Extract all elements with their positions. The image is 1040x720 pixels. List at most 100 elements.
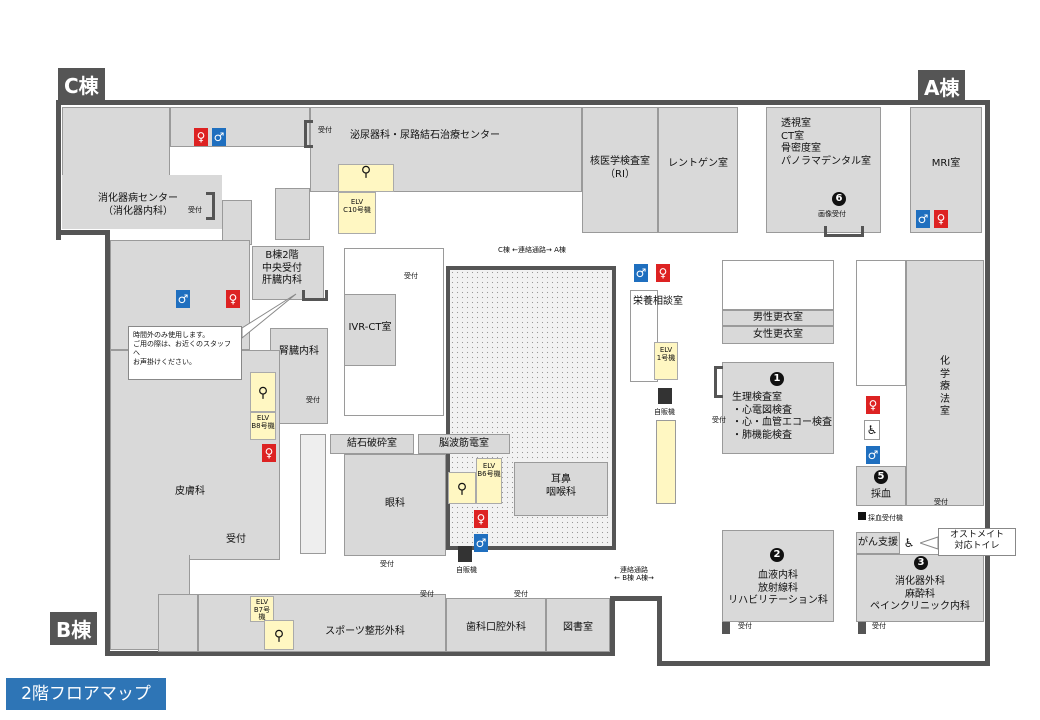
south-wall <box>105 651 615 656</box>
room-b-south-block <box>158 594 198 652</box>
corridor-label-top: C棟 ←連絡通路→ A棟 <box>498 246 566 254</box>
stairs-b7: ⚲ <box>264 620 294 650</box>
reception-label: 受付 <box>738 622 752 630</box>
label-hematology: 血液内科 放射線科 リハビリテーション科 <box>728 570 828 606</box>
label-urology: 泌尿器科・尿路結石治療センター <box>350 130 500 141</box>
marker-6: 6 <box>832 192 846 206</box>
south-wall-mid <box>610 596 662 601</box>
room-emg[interactable] <box>418 434 510 454</box>
label-ivr-ct: IVR-CT室 <box>348 322 392 333</box>
label-male-locker: 男性更衣室 <box>753 312 803 323</box>
reception-label: 受付 <box>872 622 886 630</box>
label-sports: スポーツ整形外科 <box>325 626 405 637</box>
room-male-locker[interactable] <box>722 310 834 326</box>
room-c-stairs-block <box>222 200 252 245</box>
label-fluoro: 透視室 CT室 骨密度室 パノラマデンタル室 <box>781 118 871 167</box>
female-toilet-icon: ♀ <box>866 396 880 414</box>
reception-counter <box>206 192 215 220</box>
elevator-b8-label: ELV B8号機 <box>251 414 275 430</box>
elevator-b7-label: ELV B7号機 <box>253 598 271 622</box>
room-urology[interactable] <box>310 107 582 192</box>
corridor-label-mid-1: 連絡通路 <box>620 566 648 574</box>
room-b2-reception[interactable] <box>252 246 324 300</box>
reception-label: 受付 <box>404 272 418 280</box>
notice-balloon: 時間外のみ使用します。 ご用の際は、お近くのスタッフへ お声掛けください。 <box>128 326 242 380</box>
blood-reception-label: 採血受付機 <box>868 514 903 522</box>
room-female-locker[interactable] <box>722 326 834 344</box>
vending-label: 自販機 <box>654 408 675 416</box>
notice-text: 時間外のみ使用します。 ご用の際は、お近くのスタッフへ お声掛けください。 <box>133 331 231 367</box>
elevator-b7[interactable]: ELV B7号機 <box>250 596 274 622</box>
room-dental[interactable] <box>446 598 546 652</box>
reception-counter <box>722 622 730 634</box>
elevator-b8[interactable]: ELV B8号機 <box>250 412 276 440</box>
male-toilet-icon: ♂ <box>176 290 190 308</box>
label-library: 図書室 <box>563 622 593 633</box>
stairs-c10: ⚲ <box>338 164 394 192</box>
label-emg: 脳波筋電室 <box>439 438 489 449</box>
label-blood-draw: 採血 <box>871 489 891 500</box>
label-nuclear: 核医学検査室 （RI） <box>590 156 650 180</box>
male-toilet-icon: ♂ <box>866 446 880 464</box>
imaging-reception-label: 画像受付 <box>818 210 846 218</box>
page-title: 2階フロアマップ <box>6 678 166 710</box>
label-nephro: 腎臓内科 <box>279 346 319 357</box>
room-locker-top <box>722 260 834 310</box>
reception-counter <box>824 226 864 237</box>
male-toilet-icon: ♂ <box>212 128 226 146</box>
reception-label: 受付 <box>712 416 726 424</box>
ostomy-pointer <box>920 536 939 550</box>
elevator-a1[interactable]: ELV 1号機 <box>654 342 678 380</box>
room-c-shaft <box>170 107 310 147</box>
label-gastro-center: 消化器病センター （消化器内科） <box>98 193 178 217</box>
ostomy-text: オストメイト 対応トイレ <box>949 530 1004 551</box>
label-xray: レントゲン室 <box>668 158 728 169</box>
reception-label: 受付 <box>380 560 394 568</box>
room-chemo[interactable] <box>906 260 984 506</box>
male-toilet-icon: ♂ <box>916 210 930 228</box>
room-b-corridor-strip <box>300 434 326 554</box>
east-wall <box>985 100 990 666</box>
label-b2-reception: B棟2階 中央受付 肝臓内科 <box>262 250 302 286</box>
room-chemo-strip <box>856 260 906 386</box>
label-surgery: 消化器外科 麻酔科 ペインクリニック内科 <box>870 576 970 612</box>
elevator-c10[interactable]: ELV C10号機 <box>338 192 376 234</box>
room-sports[interactable] <box>198 594 446 652</box>
room-xray[interactable] <box>658 107 738 233</box>
reception-label: 受付 <box>420 590 434 598</box>
reception-counter <box>858 622 866 634</box>
label-ophth: 眼科 <box>385 498 405 509</box>
label-derma: 皮膚科 <box>175 486 205 497</box>
female-toilet-icon: ♀ <box>194 128 208 146</box>
marker-2: 2 <box>770 548 784 562</box>
label-chemo: 化 学 療 法 室 <box>940 356 950 417</box>
vending-machine-icon <box>658 388 672 404</box>
south-wall-east <box>657 661 990 666</box>
room-hematology[interactable] <box>722 530 834 622</box>
label-physio: 生理検査室 ・心電図検査 ・心・血管エコー検査 ・肺機能検査 <box>732 392 832 441</box>
room-cancer-support[interactable] <box>856 532 900 554</box>
female-toilet-icon: ♀ <box>656 264 670 282</box>
room-gastro-center[interactable] <box>62 175 222 229</box>
stairs-b8: ⚲ <box>250 372 276 412</box>
reception-label: 受付 <box>188 206 202 214</box>
corridor-label-mid-2: ← B棟 A棟→ <box>614 574 654 582</box>
room-ent[interactable] <box>514 462 608 516</box>
reception-label: 受付 <box>514 590 528 598</box>
ostomy-callout: オストメイト 対応トイレ <box>938 528 1016 556</box>
marker-3: 3 <box>914 556 928 570</box>
room-ophth[interactable] <box>344 454 446 556</box>
room-c-small <box>275 188 310 240</box>
wing-b-label: B棟 <box>50 612 98 645</box>
elevator-b6[interactable]: ELV B6号機 <box>476 458 502 504</box>
room-library[interactable] <box>546 598 610 652</box>
room-ivr-ct[interactable] <box>344 294 396 366</box>
room-fluoro[interactable] <box>766 107 881 233</box>
room-nuclear[interactable] <box>582 107 658 233</box>
stairs-icon: ⚲ <box>360 164 372 180</box>
room-lithotripsy[interactable] <box>330 434 414 454</box>
west-wall <box>56 230 110 235</box>
elevator-a1-label: ELV 1号機 <box>656 346 676 362</box>
label-dental: 歯科口腔外科 <box>466 622 526 633</box>
elevator-c10-label: ELV C10号機 <box>343 198 371 214</box>
